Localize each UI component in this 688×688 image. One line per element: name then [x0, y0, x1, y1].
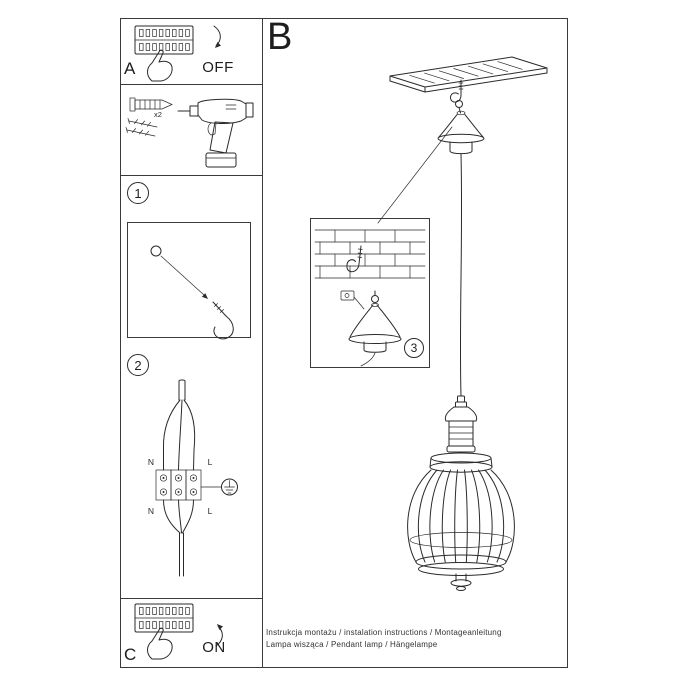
brick-wall [314, 229, 426, 279]
canopy [437, 100, 485, 155]
breaker-panel-off-illustration [134, 25, 221, 82]
section-c-label: C [124, 645, 137, 664]
mounting-detail-illustration [314, 229, 426, 367]
section-b-label: B [267, 16, 293, 58]
screws-icon [125, 118, 158, 137]
step-1-marker: 1 [127, 182, 149, 204]
step-3-marker: 3 [404, 338, 424, 358]
neutral-label-top: N [147, 457, 155, 467]
footer-product-line: Lampa wisząca / Pendant lamp / Hängelamp… [266, 640, 438, 649]
dowel-count-label: x2 [154, 110, 162, 119]
flip-down-arrow-icon [213, 25, 221, 48]
detail-callout-line [377, 126, 453, 224]
step-3-number: 3 [410, 341, 418, 355]
wall-plug-icon [129, 97, 173, 112]
wall-hook-icon [346, 245, 363, 273]
ceiling-board [389, 56, 548, 93]
panel-borders [120, 18, 568, 668]
drill-and-fixings-illustration [125, 97, 254, 168]
neutral-label-bottom: N [147, 506, 155, 516]
off-label: OFF [202, 59, 234, 76]
pendant-lamp-illustration [377, 56, 548, 591]
canopy-detail [340, 290, 402, 367]
live-label-top: L [207, 457, 213, 467]
step-2-number: 2 [134, 357, 142, 373]
footer-instructions-line: Instrukcja montażu / instalation instruc… [266, 628, 502, 637]
terminal-block [155, 469, 202, 501]
step-2-marker: 2 [127, 354, 149, 376]
ceiling-hook-icon [212, 301, 234, 340]
suspension-cable [459, 153, 463, 397]
step-1-number: 1 [134, 185, 142, 201]
section-a-label: A [124, 59, 136, 78]
on-label: ON [202, 639, 226, 656]
wiring-diagram-illustration [155, 379, 238, 577]
ground-symbol-icon [200, 478, 238, 496]
ceiling-hook-icon [450, 79, 464, 103]
live-label-bottom: L [207, 506, 213, 516]
cage-shade [407, 452, 515, 591]
hook-install-illustration [150, 245, 234, 340]
breaker-panel-on-illustration [134, 603, 223, 660]
drill-icon [177, 98, 254, 168]
lamp-socket [444, 395, 478, 453]
flip-up-arrow-icon [215, 624, 223, 647]
